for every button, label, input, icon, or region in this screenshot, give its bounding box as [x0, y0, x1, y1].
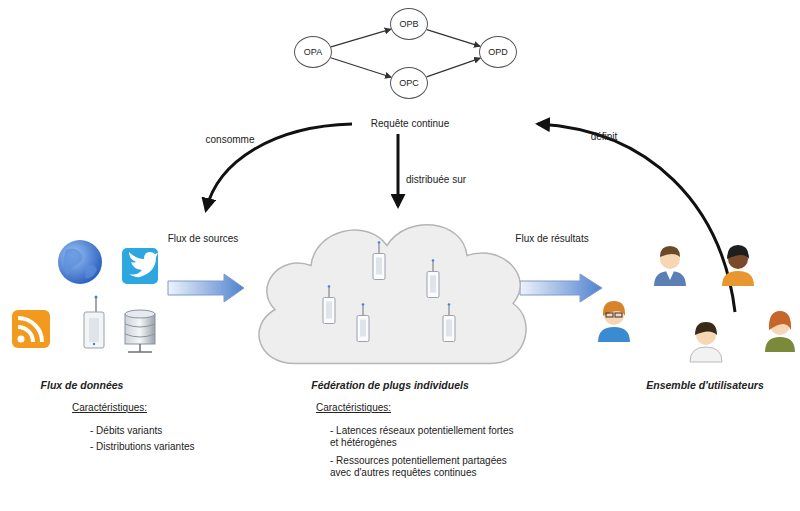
group-heading: Flux de données — [41, 379, 124, 391]
flow-label: définit — [591, 131, 618, 143]
user-icon — [654, 246, 686, 286]
group-heading: Ensemble d'utilisateurs — [646, 379, 763, 391]
operator-link — [427, 58, 481, 77]
user-icon — [722, 245, 754, 286]
globe-icon — [58, 240, 102, 284]
flow-label: Flux de sources — [168, 233, 239, 245]
operator-link — [331, 58, 392, 78]
user-icon — [598, 301, 630, 342]
list-item: - Distributions variantes — [90, 441, 194, 453]
flow-label: Flux de résultats — [515, 233, 588, 245]
cloud-node: Fédération de plugs individuels — [245, 205, 535, 395]
operator-circle: OPD — [479, 36, 517, 68]
distribute-arrow — [397, 134, 400, 206]
query-label: Requête continue — [371, 118, 449, 130]
operator-circle: OPC — [390, 67, 428, 99]
router-icon — [84, 296, 104, 349]
operator-name: OPB — [399, 19, 418, 29]
user-icon — [765, 311, 795, 352]
list-item: - Latences réseaux potentiellement forte… — [330, 425, 520, 449]
operator-link — [427, 30, 480, 47]
rss-icon — [12, 310, 50, 348]
operator-name: OPC — [399, 78, 419, 88]
operator-link — [331, 29, 391, 47]
cloud-shape — [245, 205, 535, 371]
twitter-icon — [122, 248, 158, 284]
section-title: Caractéristiques: — [72, 402, 147, 414]
operator-circle: OPB — [390, 8, 428, 40]
user-icon — [690, 322, 722, 362]
operator-name: OPA — [304, 47, 322, 57]
database-icon — [125, 310, 155, 352]
group-heading: Fédération de plugs individuels — [245, 379, 535, 391]
flow-label: distribuée sur — [406, 174, 466, 186]
section-title: Caractéristiques: — [316, 402, 391, 414]
operator-name: OPD — [488, 47, 508, 57]
list-item: - Ressources potentiellement partagées a… — [330, 455, 520, 479]
flow-label: consomme — [206, 134, 255, 146]
result-flow-arrow — [520, 274, 602, 302]
operator-circle: OPA — [294, 36, 332, 68]
consume-arrow — [206, 124, 352, 210]
source-flow-arrow — [168, 274, 244, 302]
list-item: - Débits variants — [90, 425, 162, 437]
